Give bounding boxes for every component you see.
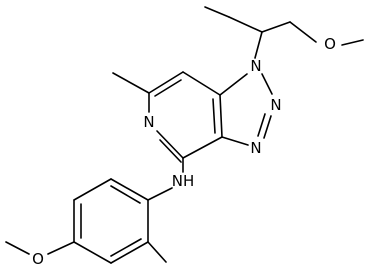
bond-ar1-ar2-double [110,185,141,204]
bond-n5-c4 [156,130,184,159]
atom-n2: N [270,96,281,114]
bond-n1-n2 [261,73,273,95]
bond-nh-aryl [147,187,173,201]
bond-n3-c3a [221,136,249,146]
bond-ar5-ar6-double [110,238,142,257]
bond-c7a-c3a [219,94,223,138]
bond-c7a-c7 [182,71,221,96]
bond-ar2-ar3 [73,178,112,201]
bond-c6-methyl [112,72,150,94]
bond-c7-c6-double [154,79,182,97]
bond-ch-n1 [254,31,263,59]
bond-c4-c3a [182,136,223,159]
atom-n-pyridine: N [143,113,154,131]
bond-n2-n3 [263,115,272,139]
atom-n1: N [250,57,261,75]
bond-n5-c4-double [159,139,182,163]
bond-n1-c7a [219,73,248,96]
bond-ch-ch2o [261,21,291,33]
bond-o-methyl [5,241,30,255]
atom-nh: NH [172,172,195,190]
bond-ethyl-ch3 [204,6,230,18]
bond-o-ch3 [341,39,364,46]
atom-n3: N [250,139,261,157]
bond-ar1-ar2 [110,178,149,201]
bond-ar4-o [47,241,75,255]
bond-c7-c6 [148,71,184,94]
bond-ar5-ar6 [110,241,149,264]
atom-o-methoxy: O [32,250,44,268]
bond-ch2-o [289,21,317,43]
bond-ar6-methyl [147,241,167,263]
atom-o-ether: O [324,35,336,53]
bond-n2-n3-double [257,113,266,137]
bond-ar4-ar5 [73,241,112,264]
bond-c7a-c3a-double [212,98,216,134]
bond-ethyl-ch2 [228,16,263,33]
